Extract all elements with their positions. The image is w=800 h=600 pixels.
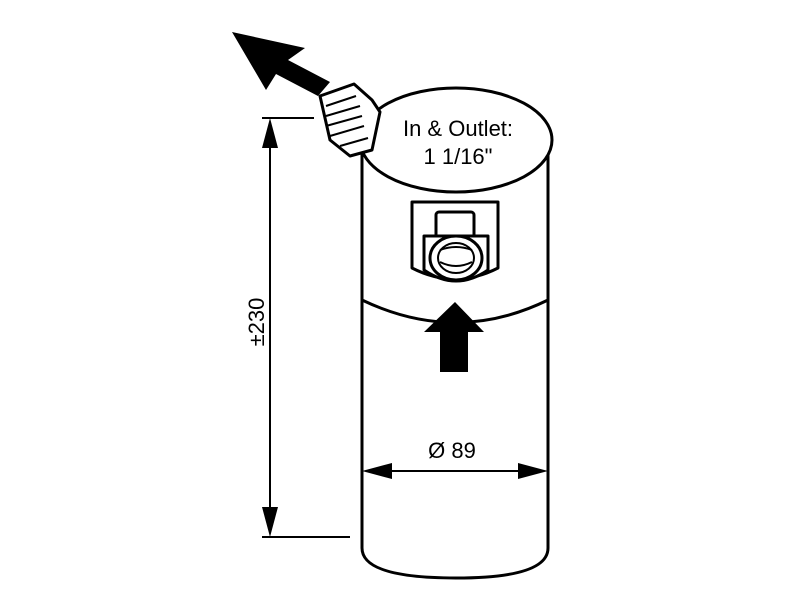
port-label-line2: 1 1/16" [424, 144, 493, 169]
outlet-arrow [232, 32, 330, 96]
inlet-arrow [424, 302, 484, 372]
inlet-fitting [410, 200, 500, 283]
height-dimension-line [262, 117, 350, 538]
outlet-fitting [318, 82, 382, 158]
diameter-dimension-label: Ø 89 [428, 438, 476, 463]
port-label-line1: In & Outlet: [403, 116, 513, 141]
diameter-dimension-line [362, 463, 548, 479]
height-dimension-label: ±230 [244, 298, 269, 347]
